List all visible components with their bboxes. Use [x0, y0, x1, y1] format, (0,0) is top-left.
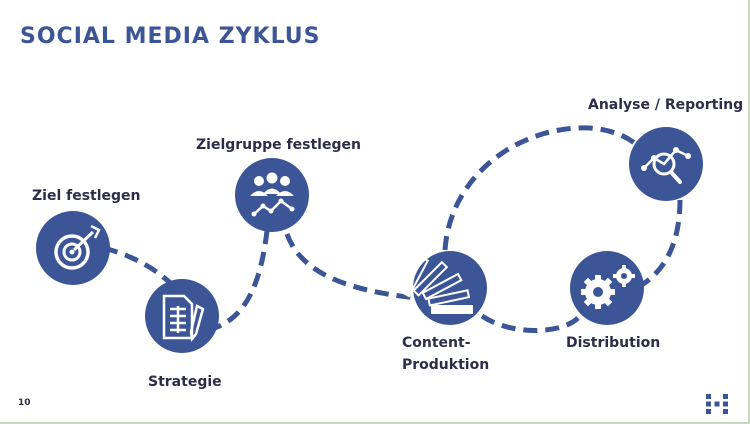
label-analyse-reporting: Analyse / Reporting [588, 97, 744, 113]
label-distribution: Distribution [566, 335, 661, 351]
label-strategie: Strategie [148, 374, 222, 390]
step-zielgruppe-festlegen [235, 158, 309, 232]
target-icon [54, 224, 101, 270]
color-swatch-fan-icon [401, 256, 473, 314]
step-analyse-reporting [629, 127, 703, 201]
label-content-produktion-line1: Content- [402, 335, 471, 351]
label-content-produktion: Content- Produktion [402, 332, 489, 376]
step-ziel-festlegen [36, 211, 110, 285]
people-chart-icon [250, 172, 295, 217]
gears-icon [581, 265, 635, 309]
step-distribution [570, 251, 644, 325]
step-strategie [145, 279, 219, 353]
step-content-produktion [401, 251, 487, 325]
label-content-produktion-line2: Produktion [402, 357, 490, 373]
slide-title: SOCIAL MEDIA ZYKLUS [20, 24, 321, 49]
cycle-path [103, 125, 683, 333]
label-ziel-festlegen: Ziel festlegen [32, 188, 141, 204]
company-logo-icon [706, 394, 728, 414]
label-zielgruppe-festlegen: Zielgruppe festlegen [196, 137, 361, 153]
document-pen-icon [162, 294, 205, 343]
page-number: 10 [18, 398, 31, 408]
magnifier-chart-icon [641, 147, 691, 184]
